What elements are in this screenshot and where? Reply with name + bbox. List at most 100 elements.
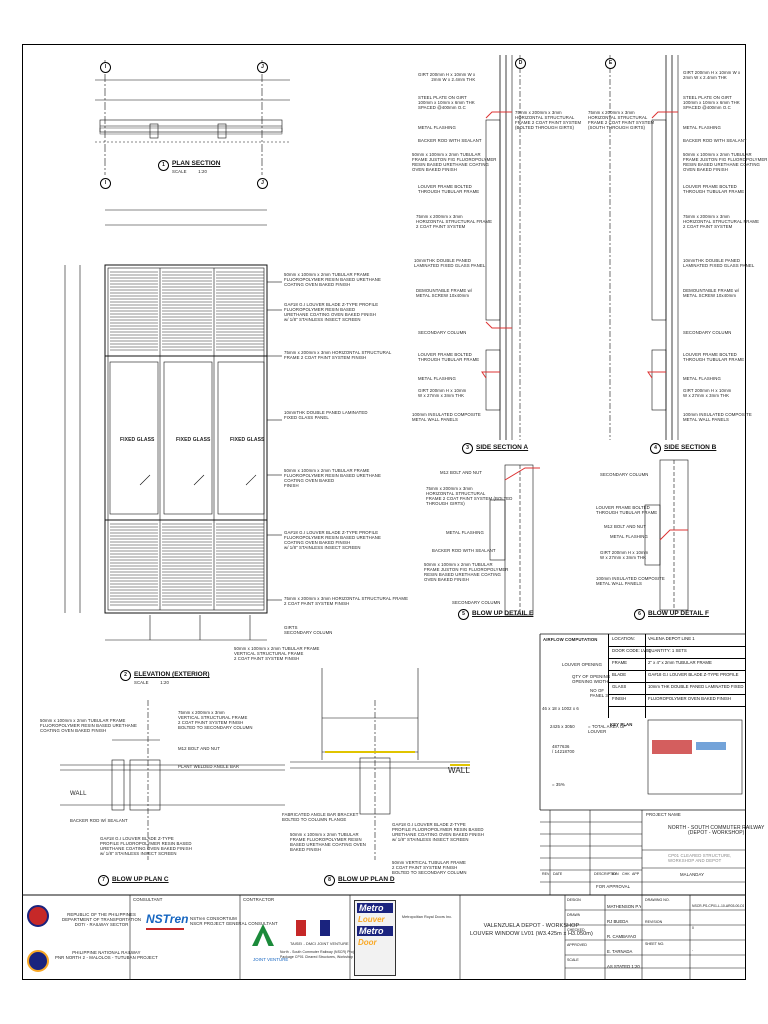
project-name: NORTH - SOUTH COMMUTER RAILWAY (DEPOT - … bbox=[668, 825, 765, 836]
glass-label: FIXED GLASS bbox=[230, 437, 265, 443]
airflow-calc: 2425 x 3050 bbox=[550, 724, 575, 729]
side-a-note: GIRT 200mm H x 10mm W x 27mm x 3mm THK bbox=[418, 388, 467, 398]
side-a-note: 100mm INSULATED COMPOSITE METAL WALL PAN… bbox=[412, 412, 481, 422]
view-marker: 5 bbox=[458, 609, 469, 620]
grid-mark: I bbox=[100, 62, 111, 73]
grid-mark: D bbox=[515, 58, 526, 69]
title-block-key: APPROVED bbox=[567, 943, 587, 947]
view-marker: 8 bbox=[324, 875, 335, 886]
plan-d-note: 50mm VERTICAL TUBULAR FRAME 2 COAT PAINT… bbox=[392, 860, 467, 875]
detail-f-note: METAL FLASHING bbox=[610, 534, 648, 539]
metro-logo-line2: Louver bbox=[358, 915, 385, 924]
airflow-label: QTY OF OPENING OPENING WIDTH bbox=[572, 674, 611, 684]
client-text-2: PHILIPPINE NATIONAL RAILWAY PNR NORTH 2 … bbox=[55, 950, 158, 960]
side-b-note: LOUVER FRAME BOLTED THROUGH TUBULAR FRAM… bbox=[683, 352, 745, 362]
view-marker: 2 bbox=[120, 670, 131, 681]
side-a-note: METAL FLASHING bbox=[418, 125, 456, 130]
title-block-value: R. CAMBAYAO bbox=[607, 934, 637, 939]
side-b-note: 75mm x 200mm x 3mm HORIZONTAL STRUCTURAL… bbox=[683, 214, 760, 229]
elevation-note: 50mm x 100mm x 2mm TUBULAR FRAME FLUOROP… bbox=[284, 468, 381, 488]
side-b-note: STEEL PLATE ON GIRT 100mm x 10mm x 6mm T… bbox=[683, 95, 740, 110]
project-cp: CP01 CLEARED STRUCTURE, WORKSHOP AND DEP… bbox=[668, 853, 732, 863]
title-block-value: MATHENSON P.Y. DINE bbox=[607, 904, 641, 909]
project-location: MALANDAY bbox=[680, 872, 705, 877]
spec-row-line bbox=[608, 646, 746, 647]
spec-value: FLUOROPOLYMER OVEN BAKED FINISH bbox=[648, 696, 732, 701]
title-block-key: CHECKED bbox=[567, 928, 585, 932]
spec-col-line bbox=[608, 634, 609, 718]
side-b-note: BACKER ROD WITH SEALANT bbox=[683, 138, 747, 143]
title-block-value: RJ BUEDA bbox=[607, 919, 629, 924]
jv-name: TAISEI - DMCI JOINT VENTURE bbox=[290, 942, 349, 946]
airflow-calc: = TOTAL AREA OF LOUVER bbox=[588, 724, 626, 734]
plan-section-title: PLAN SECTION bbox=[172, 160, 221, 167]
plan-d-title: BLOW UP PLAN D bbox=[338, 876, 395, 883]
airflow-percent: = 35% bbox=[552, 782, 565, 787]
spec-row-line bbox=[608, 670, 746, 671]
side-b-note: 50mm x 100mm x 2mm TUBULAR FRAME JUSTON … bbox=[683, 152, 768, 172]
elevation-note: 75mm x 200mm x 3mm HORIZONTAL STRUCTURAL… bbox=[284, 350, 392, 360]
pnr-seal-icon bbox=[27, 950, 49, 972]
revision-header-cell: BY bbox=[612, 872, 617, 876]
side-a-note: LOUVER FRAME BOLTED THROUGH TUBULAR FRAM… bbox=[418, 352, 480, 362]
elevation-scale: SCALE 1:20 bbox=[134, 680, 169, 685]
elevation-note: GIRTS SECONDARY COLUMN bbox=[284, 625, 333, 635]
plan-d-note: WALL bbox=[448, 766, 470, 775]
detail-f-note: LOUVER FRAME BOLTED THROUGH TUBULAR FRAM… bbox=[596, 505, 658, 515]
side-b-note: GIRT 200mm H x 10mm W x 27mm x 3mm THK bbox=[683, 388, 732, 398]
grid-mark: J bbox=[257, 62, 268, 73]
plan-c-note: 50mm x 100mm x 2mm TUBULAR FRAME FLUOROP… bbox=[40, 718, 137, 733]
spec-value: GA#18 G.I LOUVER BLADE Z-TYPE PROFILE bbox=[648, 672, 739, 677]
elevation-note: 50mm x 100mm x 2mm TUBULAR FRAME VERTICA… bbox=[234, 646, 320, 661]
spec-row-line bbox=[608, 682, 746, 683]
elevation-note: GA#18 G.I LOUVER BLADE Z-TYPE PROFILE FL… bbox=[284, 302, 379, 322]
detail-f-note: 100mm INSULATED COMPOSITE METAL WALL PAN… bbox=[596, 576, 665, 586]
revision-header-cell: REV bbox=[542, 872, 550, 876]
airflow-label: LOUVER OPENING bbox=[562, 662, 603, 667]
view-marker: 6 bbox=[634, 609, 645, 620]
grid-mark: E bbox=[605, 58, 616, 69]
side-a-note: 75mm x 200mm x 3mm HORIZONTAL STRUCTURAL… bbox=[416, 214, 493, 229]
plan-c-note: GA#18 G.I LOUVER BLADE Z-TYPE PROFILE FL… bbox=[100, 836, 192, 856]
plan-section-scale: SCALE 1:20 bbox=[172, 169, 207, 174]
side-b-note: SECONDARY COLUMN bbox=[683, 330, 732, 335]
metro-logo: Metro Louver Metro Door bbox=[354, 900, 396, 976]
side-b-note: LOUVER FRAME BOLTED THROUGH TUBULAR FRAM… bbox=[683, 184, 745, 194]
airflow-label: NO OF PANEL 3 bbox=[590, 688, 608, 698]
spec-key: FINISH bbox=[612, 696, 627, 701]
detail-e-note: BACKER ROD WITH SEALANT bbox=[432, 548, 496, 553]
title-block-value: NSCR-PS-CP01-L-10-AR03-00-DD-H-6022 bbox=[692, 904, 744, 908]
elevation-note: 75mm x 200mm x 3mm HORIZONTAL STRUCTURAL… bbox=[284, 596, 409, 606]
metro-logo-line3: Metro bbox=[357, 926, 393, 936]
plan-c-title: BLOW UP PLAN C bbox=[112, 876, 169, 883]
airflow-calc: 4877636 / 14218700 bbox=[552, 744, 575, 754]
plan-c-note: 75mm x 200mm x 3mm VERTICAL STRUCTURAL F… bbox=[178, 710, 253, 730]
metro-sub: Metropolitan Royal Doors Inc. bbox=[402, 915, 453, 919]
title-block-key: DESIGN bbox=[567, 898, 581, 902]
side-a-title: SIDE SECTION A bbox=[476, 444, 529, 451]
project-label: PROJECT NAME bbox=[646, 812, 681, 817]
nstren-logo-underline bbox=[146, 928, 184, 930]
grid-mark: J bbox=[257, 178, 268, 189]
glass-label: FIXED GLASS bbox=[176, 437, 211, 443]
title-block-value: E. TARNADA bbox=[607, 949, 633, 954]
side-a-note: 10mmTHK DOUBLE PANED LAMINATED FIXED GLA… bbox=[414, 258, 486, 268]
spec-row-line bbox=[608, 658, 746, 659]
spec-key: GLASS bbox=[612, 684, 627, 689]
elevation-note: 50mm x 100mm x 2mm TUBULAR FRAME FLUOROP… bbox=[284, 272, 381, 287]
view-marker: 7 bbox=[98, 875, 109, 886]
side-a-note: 50mm x 100mm x 2mm TUBULAR FRAME JUSTON … bbox=[412, 152, 497, 172]
drawing-sheet bbox=[22, 44, 746, 980]
side-a-note: BACKER ROD WITH SEALANT bbox=[418, 138, 482, 143]
spec-value: VALENA DEPOT LINE 1 bbox=[648, 636, 695, 641]
consultant-label: CONSULTANT bbox=[133, 897, 163, 902]
taisei-logo-icon bbox=[296, 920, 306, 936]
airflow-header: AIRFLOW COMPUTATION bbox=[543, 637, 598, 642]
detail-e-note: M12 BOLT AND NUT bbox=[440, 470, 483, 475]
title-block-value: - bbox=[692, 948, 694, 952]
side-a-note: SECONDARY COLUMN bbox=[418, 330, 467, 335]
revision-header-cell: DATE bbox=[553, 872, 563, 876]
revision-header-cell: DESCRIPTION bbox=[594, 872, 619, 876]
title-block-key: DRAWN bbox=[567, 913, 581, 917]
client-text: REPUBLIC OF THE PHILIPPINES DEPARTMENT O… bbox=[62, 912, 142, 927]
